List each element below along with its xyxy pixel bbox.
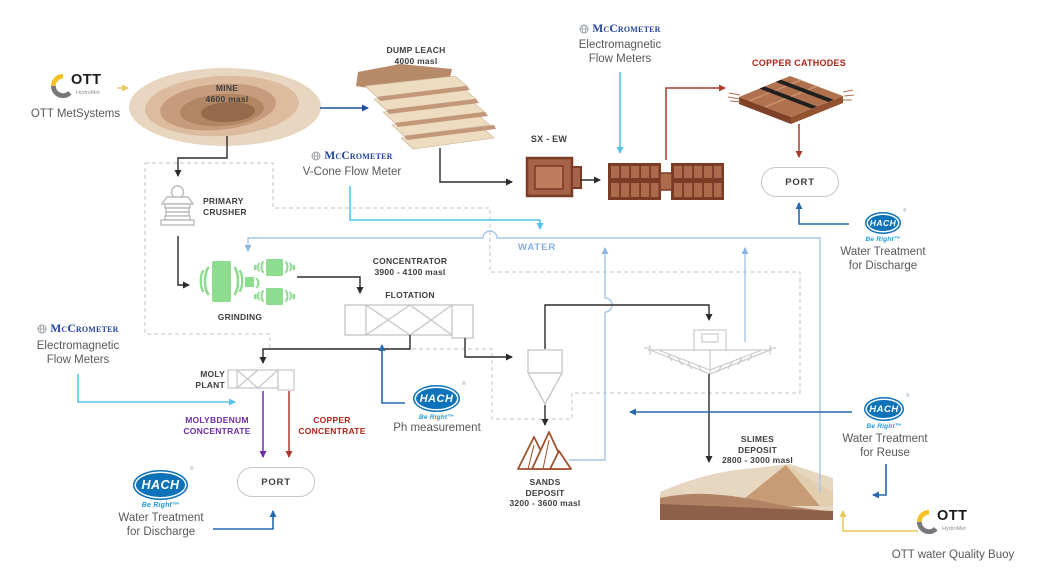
ott-wordmark: OTT [937, 508, 968, 524]
flotation-label: FLOTATION [385, 290, 435, 300]
globe-icon [37, 324, 47, 334]
sx-ew-icon [525, 156, 582, 198]
copper-cathodes-label: COPPER CATHODES [751, 58, 847, 68]
ph-measurement-label: Ph measurement [393, 422, 481, 434]
primary-crusher-icon [160, 185, 195, 226]
port-node-top: PORT [761, 167, 839, 197]
ott-hydromet-logo-buoy: OTT HydroMet [916, 506, 986, 542]
mine-icon [129, 68, 321, 146]
hach-logo-discharge-bottom: HACH® [133, 466, 193, 500]
cyclone-icon [526, 349, 564, 406]
dump-leach-icon [356, 64, 496, 150]
mccrometer-logo-top: McCrometer [560, 23, 680, 35]
flotation-cell-icon [344, 304, 474, 339]
ott-buoy-label: OTT water Quality Buoy [891, 549, 1015, 561]
product-lines [259, 84, 803, 458]
hach-tagline: Be Right™ [865, 236, 901, 243]
hach-tagline: Be Right™ [866, 423, 902, 430]
electrowinning-cells-icon [608, 163, 724, 200]
hach-tagline: Be Right™ [418, 414, 455, 421]
grinding-label: GRINDING [217, 312, 263, 322]
globe-icon [579, 24, 589, 34]
mccrometer-logo-vcone: McCrometer [292, 150, 412, 162]
ott-metsystems-label: OTT MetSystems [30, 108, 121, 120]
hach-logo-ph: HACH® [413, 381, 465, 412]
ott-sub-label: HydroMet [76, 90, 100, 96]
mccrometer-logo-left: McCrometer [18, 323, 138, 335]
copper-cathodes-icon [727, 76, 855, 124]
moly-plant-icon [227, 369, 295, 391]
ott-sub-label: HydroMet [942, 526, 966, 532]
ott-wordmark: OTT [71, 72, 102, 88]
process-flow-lines [174, 104, 713, 463]
sands-deposit-icon [517, 431, 572, 470]
hach-logo-discharge-right: HACH® [865, 208, 906, 234]
ott-hydromet-logo: OTT HydroMet [50, 70, 120, 106]
hach-logo-reuse: HACH® [864, 393, 909, 421]
ott-arc-icon [916, 509, 938, 535]
slimes-deposit-landscape [660, 464, 833, 520]
water-recycle-lines [244, 230, 821, 492]
dashed-zone-boundary [144, 162, 801, 420]
thickener-icon [644, 329, 776, 375]
instrument-lines [77, 72, 918, 532]
vcone-flow-meter-label: V-Cone Flow Meter [302, 166, 402, 178]
sx-ew-label: SX - EW [530, 134, 568, 144]
water-label: WATER [518, 242, 557, 253]
port-node-bottom: PORT [237, 467, 315, 497]
ott-arc-icon [50, 73, 72, 99]
globe-icon [311, 151, 321, 161]
hach-tagline: Be Right™ [141, 502, 180, 509]
grinding-icon [199, 259, 296, 305]
